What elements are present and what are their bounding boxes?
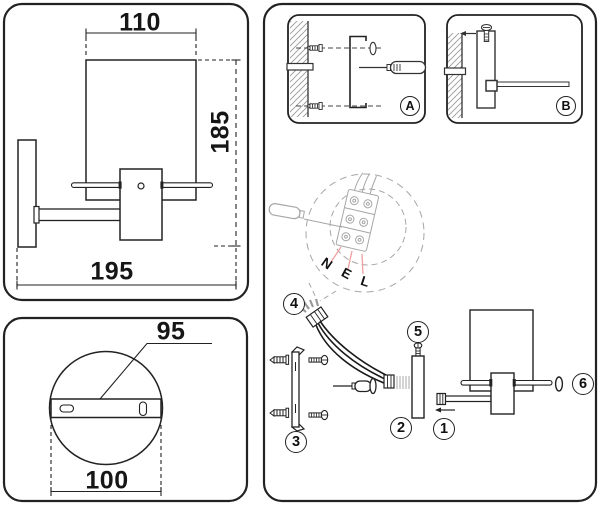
- wall-anchor-icon: [269, 407, 290, 418]
- step-4-badge: 4: [283, 293, 305, 315]
- wall-hatch: [448, 33, 462, 118]
- threaded-plug: [383, 374, 410, 389]
- step-6-badge: 6: [572, 373, 594, 395]
- step-2-badge: 2: [390, 417, 412, 439]
- inset-a-badge: A: [400, 96, 420, 116]
- push-arrow: [460, 31, 476, 36]
- arm-connector: [485, 79, 498, 92]
- screwdriver-ghost-icon: [268, 203, 343, 228]
- backplate-part: [411, 355, 425, 419]
- dim-bracket-width: 95: [156, 317, 186, 346]
- detail-balloon: [305, 173, 425, 302]
- screw-icon: [306, 102, 323, 110]
- rod-nub-left: [489, 379, 493, 387]
- finial-cap: [554, 376, 564, 392]
- slot-horizontal: [59, 404, 75, 413]
- wire-leaders: [330, 246, 364, 275]
- dimension-100: [50, 418, 162, 496]
- dimension-185: [198, 59, 241, 247]
- shade-assembly: [435, 309, 564, 415]
- mounting-bracket-front: [290, 346, 306, 432]
- wall-anchor-icon: [269, 354, 290, 365]
- base-bracket-bar: [50, 398, 162, 419]
- junction-plate: [286, 62, 314, 71]
- slot-vertical: [138, 401, 148, 417]
- rod-nub-left: [118, 181, 122, 189]
- center-bracket: [119, 168, 163, 241]
- inset-b: [443, 14, 583, 124]
- screw-icon: [308, 409, 329, 421]
- bracket-side-view: [349, 35, 367, 109]
- rod-nub-right: [512, 379, 516, 387]
- terminal-block: [335, 172, 380, 252]
- arm-part: [444, 395, 492, 403]
- dim-width-bottom: 195: [90, 257, 134, 286]
- washer-icon: [369, 41, 377, 56]
- screw-hole: [137, 182, 145, 190]
- base-view-drawing: [48, 342, 212, 496]
- dim-height: 185: [206, 110, 235, 154]
- hex-bolt: [436, 392, 447, 406]
- screwdriver-icon: [359, 60, 427, 75]
- dim-base-diameter: 100: [85, 466, 129, 495]
- center-bracket: [490, 372, 515, 415]
- lamp-arm: [35, 208, 122, 222]
- step-5-badge: 5: [407, 321, 429, 343]
- fixing-screw-icon: [480, 23, 493, 42]
- rod-nub-right: [160, 181, 164, 189]
- dimension-195: [16, 248, 237, 290]
- lamp-backplate: [476, 30, 496, 109]
- screw-icon: [306, 44, 323, 52]
- screw-icon: [308, 354, 329, 366]
- cross-rod-right: [513, 379, 553, 386]
- inset-b-badge: B: [556, 96, 576, 116]
- wall-plate: [17, 139, 37, 248]
- cross-rod-left: [460, 379, 492, 386]
- arm-rod: [496, 81, 570, 87]
- step-1-badge: 1: [433, 418, 455, 440]
- junction-plate: [443, 67, 467, 76]
- screwdriver-icon: [333, 377, 377, 395]
- arm-flange: [33, 205, 40, 224]
- side-view-drawing: [16, 28, 241, 290]
- push-arrow: [435, 407, 455, 413]
- inset-a: [286, 14, 427, 124]
- leader-95: [99, 342, 212, 400]
- dimension-110: [85, 28, 197, 57]
- dim-width-top: 110: [119, 8, 161, 37]
- step-3-badge: 3: [285, 431, 307, 453]
